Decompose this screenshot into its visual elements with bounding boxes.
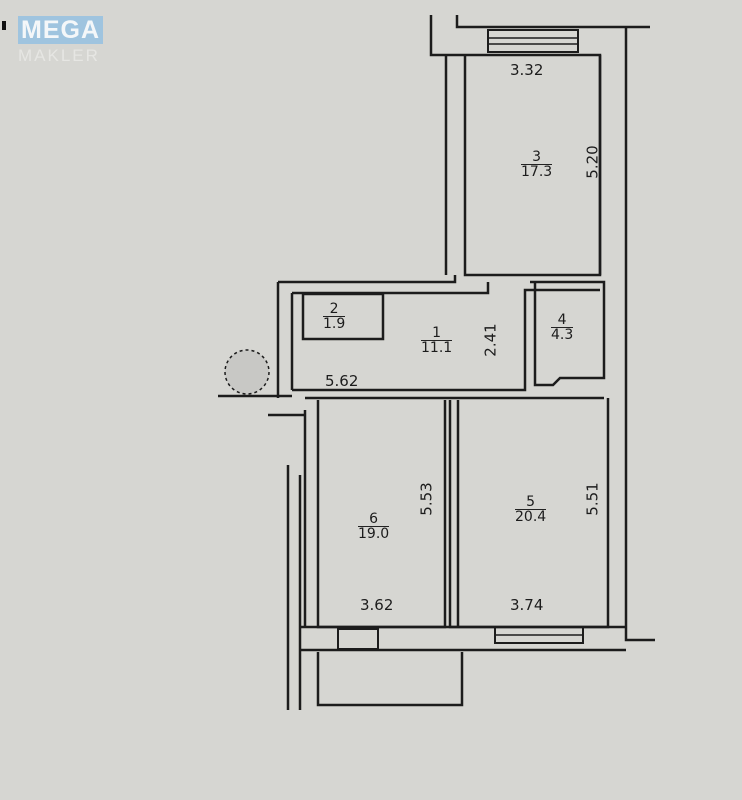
dim-room5-width: 3.74 — [510, 596, 544, 614]
logo-mega: MEGA — [18, 16, 103, 44]
dim-room3-width: 3.32 — [510, 61, 544, 79]
logo-makler: MAKLER — [18, 46, 100, 65]
dim-room1-length: 2.41 — [481, 323, 500, 357]
dim-room3-length: 5.20 — [583, 145, 602, 179]
dim-room6-length: 5.53 — [417, 482, 436, 516]
dim-room6-width: 3.62 — [360, 596, 394, 614]
watermark-logo: MEGA MAKLER — [18, 16, 103, 66]
dim-room1-width: 5.62 — [325, 372, 359, 390]
corner-mark — [2, 21, 6, 30]
dim-room5-length: 5.51 — [583, 482, 602, 516]
